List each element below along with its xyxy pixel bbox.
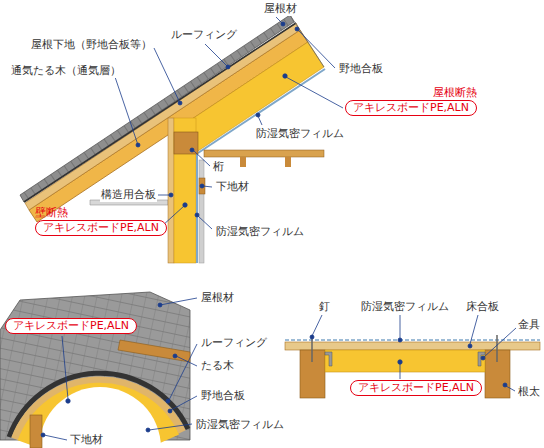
part-label: 野地合板 <box>338 62 384 76</box>
part-label: 下地材 <box>215 180 250 194</box>
leader-line <box>312 315 322 336</box>
leader-dot <box>190 148 194 152</box>
leader-dot <box>256 113 260 117</box>
leader-line <box>297 29 335 68</box>
leader-dot <box>41 433 45 437</box>
part-label: ルーフィング <box>170 28 238 42</box>
leader-dot <box>173 354 177 358</box>
leader-line <box>114 74 138 145</box>
leader-dot <box>169 193 173 197</box>
insulation-callout: 壁断熱アキレスボードPE,ALN <box>35 206 167 236</box>
leader-line <box>149 424 192 430</box>
product-box: アキレスボードPE,ALN <box>345 100 477 116</box>
leader-line <box>169 344 197 400</box>
part-label: 下地材 <box>69 433 104 447</box>
furring-post <box>30 415 42 448</box>
part-label: 通気たる木（通気層） <box>10 64 122 78</box>
leader-line <box>160 298 197 305</box>
part-label: 防湿気密フィルム <box>360 300 450 314</box>
leader-dot <box>503 383 507 387</box>
leader-line <box>44 435 67 440</box>
leader-line <box>258 116 262 125</box>
floor-section <box>285 335 540 398</box>
leader-line <box>205 44 228 67</box>
product-box: アキレスボードPE,ALN <box>350 380 482 396</box>
leader-dot <box>468 344 472 348</box>
leader-dot <box>481 356 485 360</box>
insulation-heading: 壁断熱 <box>35 206 68 220</box>
leader-dot <box>195 213 199 217</box>
part-label: 構造用合板 <box>100 188 157 202</box>
leader-dot <box>158 303 162 307</box>
nail <box>496 335 498 362</box>
part-label: 屋根下地（野地合板等） <box>30 38 153 52</box>
part-label: 防湿気密フィルム <box>195 418 285 432</box>
insulation-callout: アキレスボードPE,ALN <box>5 318 137 334</box>
leader-dot <box>136 143 140 147</box>
part-label: 屋根材 <box>263 2 298 16</box>
leader-dot <box>66 399 70 403</box>
bracket <box>325 352 332 366</box>
leader-dot <box>146 428 150 432</box>
leader-dot <box>166 399 170 403</box>
leader-line <box>62 336 68 399</box>
leader-dot <box>226 65 230 69</box>
curved-roof <box>0 292 190 448</box>
part-label: 根太 <box>517 385 541 399</box>
part-label: 防湿気密フィルム <box>215 225 305 239</box>
part-label: 金具 <box>517 318 541 332</box>
part-label: ルーフィング <box>200 336 268 350</box>
part-label: 釘 <box>318 300 331 314</box>
inner-space <box>39 387 161 448</box>
floor-plywood <box>285 342 540 350</box>
bracket <box>478 352 485 366</box>
leader-dot <box>310 335 314 339</box>
insulation-heading: 屋根断熱 <box>433 86 477 100</box>
furring-strip <box>199 178 205 194</box>
ceiling-batten <box>240 157 246 167</box>
leader-line <box>470 315 478 344</box>
rafter <box>118 340 190 362</box>
floor-insulation <box>325 350 485 372</box>
leader-dot <box>168 409 172 413</box>
leader-dot <box>200 184 204 188</box>
leader-line <box>506 386 515 391</box>
leader-line <box>176 356 197 366</box>
part-label: 野地合板 <box>200 389 246 403</box>
insulation-callout: 屋根断熱アキレスボードPE,ALN <box>345 86 477 116</box>
part-label: たる木 <box>200 359 235 373</box>
sheathing <box>25 23 300 210</box>
leader-line <box>400 364 401 379</box>
product-box: アキレスボードPE,ALN <box>35 220 167 236</box>
leader-dot <box>183 203 187 207</box>
product-box: アキレスボードPE,ALN <box>5 318 137 334</box>
leader-dot <box>295 27 299 31</box>
insulation-callout: アキレスボードPE,ALN <box>350 380 482 396</box>
ceiling-joist <box>204 150 324 157</box>
part-label: 桁 <box>212 160 225 174</box>
part-label: 防湿気密フィルム <box>255 127 345 141</box>
leader-dot <box>281 22 285 26</box>
cut-edge <box>290 15 324 67</box>
leader-line <box>400 315 401 338</box>
wall-film <box>196 150 198 263</box>
leader-line <box>286 77 343 108</box>
leader-line <box>154 48 180 103</box>
top-plate <box>174 132 198 154</box>
part-label: 屋根材 <box>200 291 235 305</box>
structural-plywood <box>168 118 174 263</box>
ceiling-batten <box>285 157 291 167</box>
part-label: 床合板 <box>465 300 500 314</box>
interior-board <box>199 160 204 263</box>
leader-line <box>171 396 197 410</box>
leader-line <box>484 328 516 357</box>
leader-dot <box>283 74 287 78</box>
leader-line <box>193 150 210 166</box>
leader-dot <box>398 338 402 342</box>
leader-dot <box>398 360 402 364</box>
leader-line <box>198 216 212 229</box>
leader-dot <box>178 101 182 105</box>
